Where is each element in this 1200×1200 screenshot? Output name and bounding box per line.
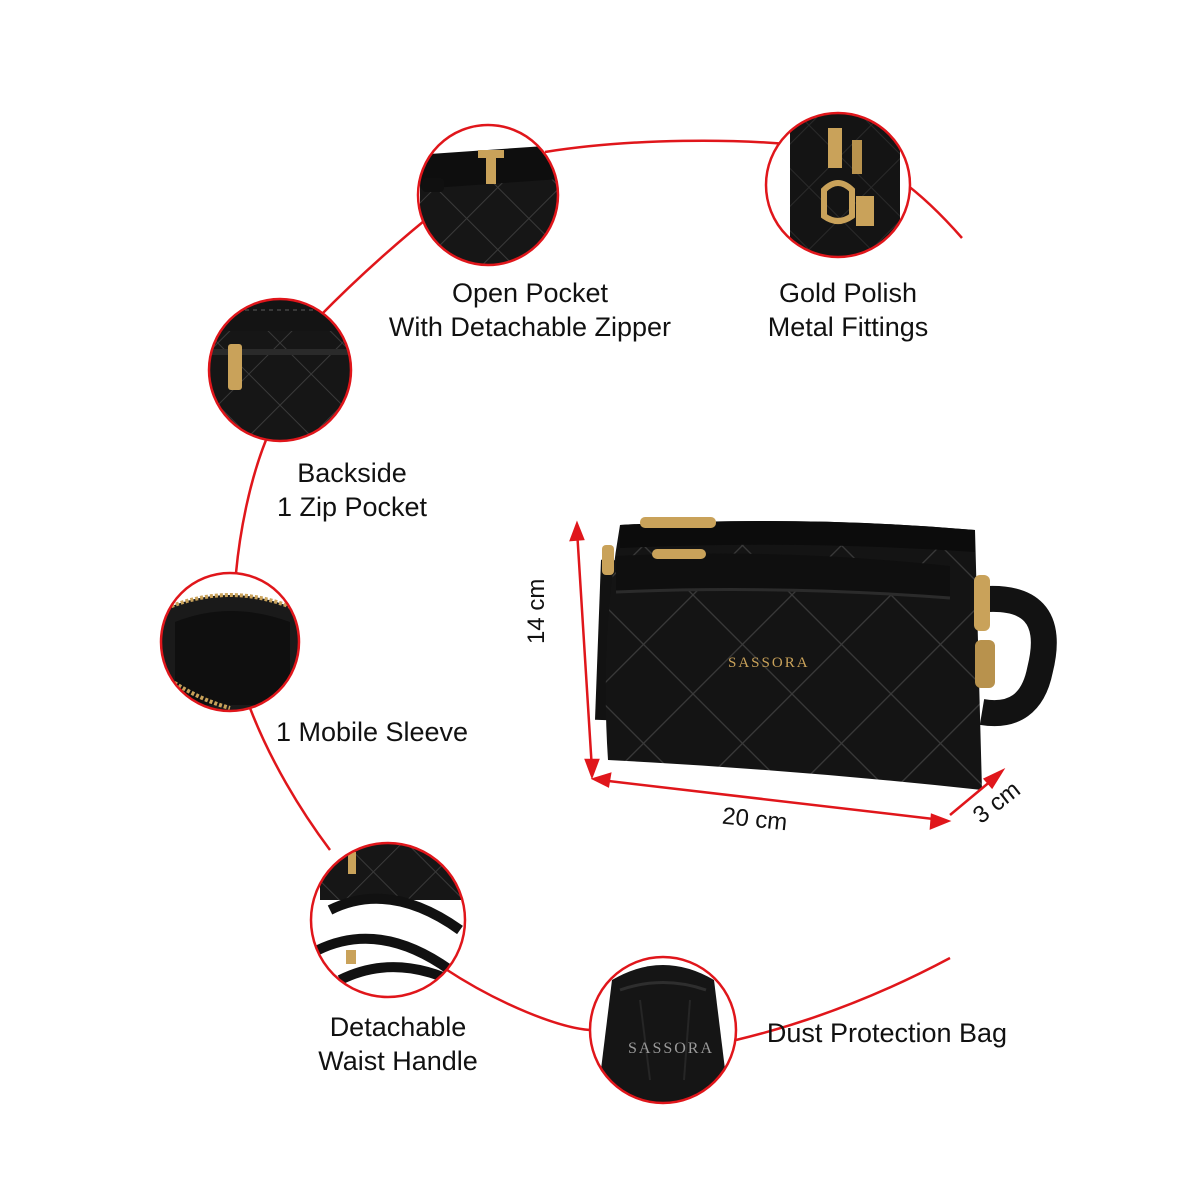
- label-open-pocket-line2: With Detachable Zipper: [388, 312, 672, 342]
- main-handbag-photo: [595, 517, 1057, 790]
- label-backside-line1: Backside: [297, 458, 407, 488]
- waist-handle-photo: [309, 841, 467, 999]
- label-mobile-sleeve: 1 Mobile Sleeve: [262, 715, 482, 749]
- label-dust-bag: Dust Protection Bag: [752, 1016, 1022, 1050]
- gold-fittings-photo: [764, 111, 912, 259]
- label-open-pocket: Open Pocket With Detachable Zipper: [370, 276, 690, 344]
- label-gold-polish-line1: Gold Polish: [778, 278, 918, 308]
- label-gold-polish-line2: Metal Fittings: [767, 312, 929, 342]
- brand-logo-dustbag: SASSORA: [628, 1040, 715, 1057]
- label-open-pocket-line1: Open Pocket: [451, 278, 609, 308]
- open-pocket-photo: [416, 123, 560, 267]
- dust-bag-photo: [588, 955, 738, 1105]
- dimension-height: 14 cm: [523, 578, 550, 644]
- label-backside-line2: 1 Zip Pocket: [276, 492, 428, 522]
- label-backside: Backside 1 Zip Pocket: [252, 456, 452, 524]
- label-mobile-sleeve-line1: 1 Mobile Sleeve: [275, 717, 469, 747]
- backside-pocket-photo: [207, 297, 353, 443]
- label-waist-handle-line1: Detachable: [329, 1012, 467, 1042]
- label-waist-handle: Detachable Waist Handle: [298, 1010, 498, 1078]
- mobile-sleeve-photo: [159, 571, 301, 713]
- brand-logo-bag: SASSORA: [728, 655, 810, 671]
- label-gold-polish: Gold Polish Metal Fittings: [748, 276, 948, 344]
- label-waist-handle-line2: Waist Handle: [318, 1046, 478, 1076]
- label-dust-bag-line1: Dust Protection Bag: [766, 1018, 1008, 1048]
- dimension-arrows: [569, 520, 1006, 830]
